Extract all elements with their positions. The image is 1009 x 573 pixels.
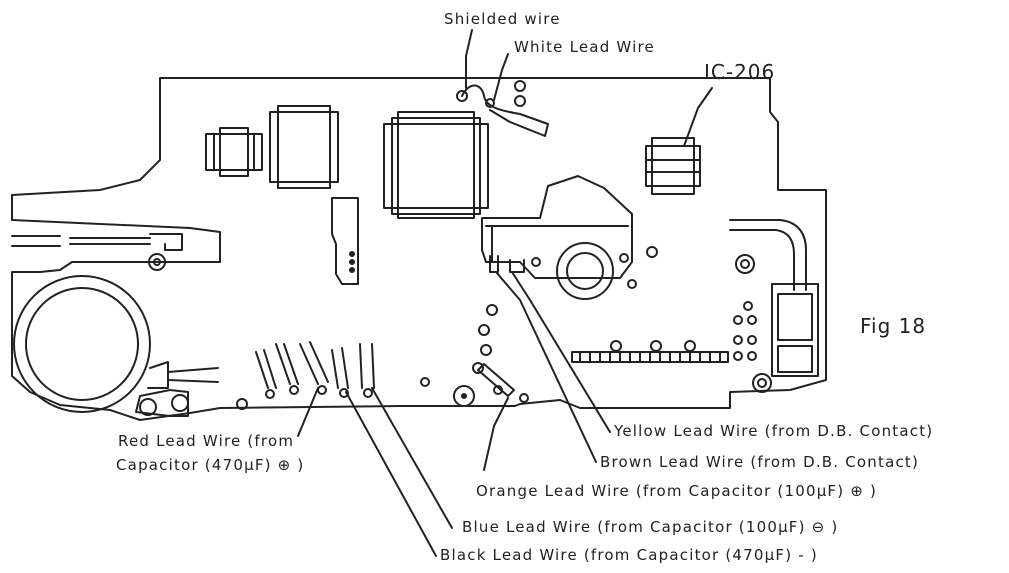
leader-brown xyxy=(495,271,597,463)
orange-pad-1 xyxy=(493,385,503,395)
pin-strip xyxy=(571,351,729,363)
hole-c3 xyxy=(480,344,492,356)
speaker-lead xyxy=(147,361,219,389)
trimmer-dot-3 xyxy=(349,267,355,273)
label-red-lead-wire-line2: Capacitor (470μF) ⊕ ) xyxy=(116,456,305,474)
bottom-screw-center xyxy=(461,393,467,399)
hole-right xyxy=(646,246,658,258)
hole-b5 xyxy=(339,388,349,398)
hole-r3 xyxy=(747,315,757,325)
bottom-screw xyxy=(453,385,475,407)
label-orange-lead-wire: Orange Lead Wire (from Capacitor (100μF)… xyxy=(476,482,878,500)
db-contacts xyxy=(489,255,525,273)
label-shielded-wire: Shielded wire xyxy=(444,10,561,28)
label-ic-206: IC-206 xyxy=(704,60,776,84)
hole-r7 xyxy=(747,351,757,361)
motor-outer xyxy=(556,242,614,300)
speaker-inner xyxy=(25,287,139,401)
leader-white xyxy=(493,53,509,101)
hole-b2 xyxy=(265,389,275,399)
label-blue-lead-wire: Blue Lead Wire (from Capacitor (100μF) ⊖… xyxy=(462,518,839,536)
label-white-lead-wire: White Lead Wire xyxy=(514,38,655,56)
right-channel xyxy=(729,219,807,291)
right-post xyxy=(735,254,755,274)
coil-small xyxy=(205,127,263,177)
right-bottom-post-inner xyxy=(757,378,767,388)
pcb-outline xyxy=(11,77,827,421)
hole-c2 xyxy=(478,324,490,336)
label-red-lead-wire-line1: Red Lead Wire (from xyxy=(118,432,295,450)
trimmer-dot-1 xyxy=(349,251,355,257)
speaker-outer xyxy=(13,275,151,413)
left-rail xyxy=(11,233,183,251)
pin-hole-2 xyxy=(650,340,662,352)
leader-yellow xyxy=(511,271,611,433)
right-connector xyxy=(771,283,819,377)
leader-black xyxy=(345,391,437,557)
shield-pad xyxy=(456,90,468,102)
rail-screw xyxy=(148,253,166,271)
hole-b1 xyxy=(236,398,248,410)
coil-large xyxy=(269,105,339,189)
orange-wire-piece xyxy=(477,363,515,397)
motor-screw-left xyxy=(531,257,541,267)
ic-206-body xyxy=(645,137,701,195)
pin-hole-3 xyxy=(684,340,696,352)
hole-c4 xyxy=(472,362,484,374)
leader-red xyxy=(297,387,319,437)
trimmer-dot-2 xyxy=(349,259,355,265)
hole-b4 xyxy=(317,385,327,395)
label-brown-lead-wire: Brown Lead Wire (from D.B. Contact) xyxy=(600,453,920,471)
leader-ic206 xyxy=(683,87,713,147)
mechanism-bracket xyxy=(481,175,633,279)
speaker-post-1 xyxy=(139,398,157,416)
label-yellow-lead-wire: Yellow Lead Wire (from D.B. Contact) xyxy=(614,422,934,440)
hole-c5 xyxy=(627,279,637,289)
motor-screw-right xyxy=(619,253,629,263)
speaker-post-2 xyxy=(171,394,189,412)
hole-b6 xyxy=(363,388,373,398)
white-pad-2 xyxy=(514,95,526,107)
motor-inner xyxy=(566,252,604,290)
speaker-clamp xyxy=(135,389,189,417)
hole-r5 xyxy=(747,335,757,345)
leader-shielded xyxy=(465,29,473,89)
right-bottom-post xyxy=(752,373,772,393)
pin-hole-1 xyxy=(610,340,622,352)
hole-r2 xyxy=(733,315,743,325)
leader-blue xyxy=(371,387,453,529)
right-post-inner xyxy=(740,259,750,269)
ic-chip-large xyxy=(383,111,489,219)
label-black-lead-wire: Black Lead Wire (from Capacitor (470μF) … xyxy=(440,546,818,564)
lead-wires-bottom xyxy=(255,341,375,389)
hole-r4 xyxy=(733,335,743,345)
hole-r1 xyxy=(743,301,753,311)
rail-screw-center xyxy=(153,258,161,266)
figure-label: Fig 18 xyxy=(860,314,927,338)
hole-c1 xyxy=(486,304,498,316)
trimmer-block xyxy=(331,197,359,285)
hole-c6 xyxy=(420,377,430,387)
leader-orange xyxy=(483,397,509,471)
shield-wire-path xyxy=(461,84,549,137)
hole-r6 xyxy=(733,351,743,361)
hole-b3 xyxy=(289,385,299,395)
orange-pad-2 xyxy=(519,393,529,403)
white-pad-1 xyxy=(514,80,526,92)
white-pad-3 xyxy=(485,98,495,108)
